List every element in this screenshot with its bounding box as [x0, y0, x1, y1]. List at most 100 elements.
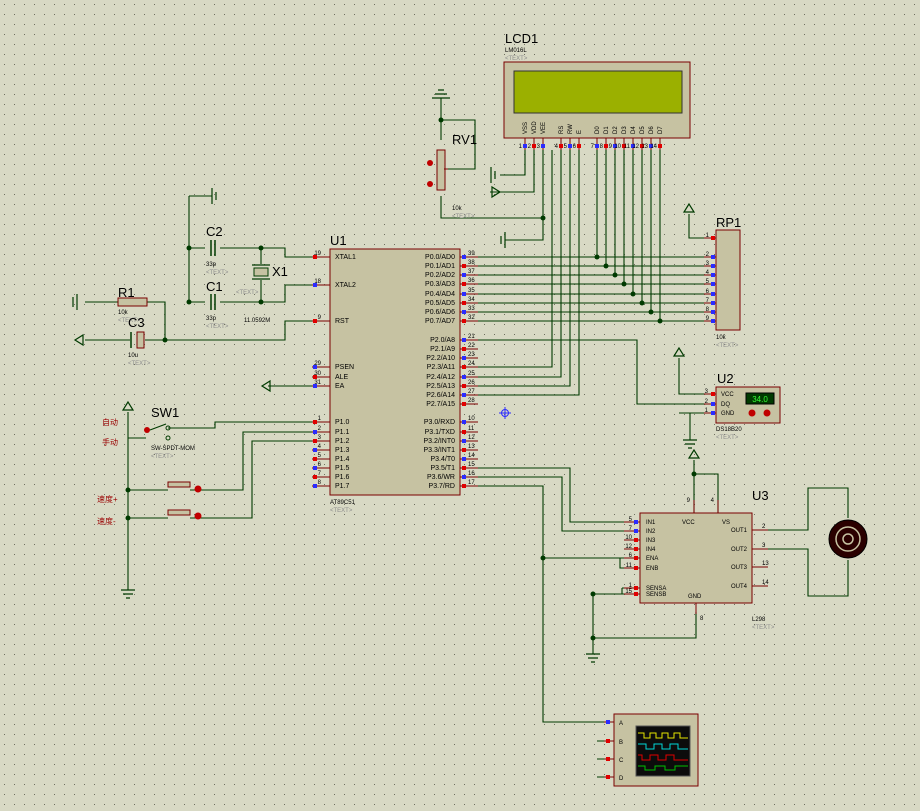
u2-pin-number: 3: [705, 389, 709, 395]
speed-up-label: 速度+: [97, 494, 118, 504]
u3-part: L298: [752, 617, 766, 623]
pin-state-marker: [462, 264, 466, 268]
u3-pin-number: 5: [629, 517, 633, 523]
junction-dots: [125, 117, 697, 641]
pin-state-marker: [711, 301, 715, 305]
lcd-pin-number: 7: [591, 144, 595, 150]
lcd-ref: LCD1: [505, 31, 538, 46]
pin-state-marker: [711, 273, 715, 277]
c3-ref: C3: [128, 315, 145, 330]
c3-value: 10u: [128, 353, 138, 359]
power-icon: [73, 333, 84, 347]
u1-pin-number: 8: [318, 480, 322, 486]
c2-text: <TEXT>: [206, 270, 229, 276]
power-icon: [491, 185, 502, 199]
u1-pin-name: P3.3/INT1: [423, 447, 455, 454]
lcd-component[interactable]: LCD1 LM016L <TEXT> VSS1VDD2VEE3RS4RW5E6D…: [503, 31, 691, 150]
u1-pin-name: P0.0/AD0: [425, 254, 455, 261]
u1-pin-name: P2.2/A10: [426, 355, 455, 362]
u1-pin-name: XTAL1: [335, 254, 356, 261]
pin-state-marker: [640, 144, 644, 148]
u1-pin-number: 36: [468, 278, 475, 284]
rv1-potentiometer[interactable]: RV1 10k <TEXT>: [427, 132, 477, 220]
lcd-pin-number: 1: [519, 144, 523, 150]
rv1-value: 10k: [452, 206, 463, 212]
c1-ref: C1: [206, 279, 223, 294]
pin-state-marker: [649, 144, 653, 148]
wires: [85, 98, 849, 778]
u1-pin-name: P2.6/A14: [426, 392, 455, 399]
scope-channel-label: C: [619, 758, 624, 764]
c1-capacitor[interactable]: C1 33p <TEXT>: [206, 279, 229, 330]
u1-pin-name: P1.4: [335, 456, 350, 463]
pin-state-marker: [577, 144, 581, 148]
lcd-pin-name: D1: [604, 126, 610, 134]
u1-pin-number: 37: [468, 269, 475, 275]
pin-state-marker: [462, 292, 466, 296]
ground-icon: [432, 89, 450, 99]
u1-pin-name: P2.5/A13: [426, 383, 455, 390]
u1-pin-name: P3.6/WR: [427, 474, 455, 481]
u1-pin-name: RST: [335, 318, 350, 325]
u1-pin-number: 35: [468, 288, 475, 294]
pin-state-marker: [462, 457, 466, 461]
u1-left-pins: XTAL119XTAL218RST9PSEN29ALE30EA31P1.01P1…: [312, 251, 356, 490]
rv1-ref: RV1: [452, 132, 477, 147]
u1-pin-number: 10: [468, 416, 475, 422]
ground-icon: [72, 294, 78, 310]
c2-capacitor[interactable]: C2 33p <TEXT>: [206, 224, 229, 276]
u1-pin-name: P1.1: [335, 429, 350, 436]
sw1-switch[interactable]: SW1 自动 手动 SW-SPDT-MOM <TEXT>: [102, 405, 195, 460]
u1-pin-number: 16: [468, 471, 475, 477]
speed-down-label: 速度-: [97, 516, 116, 526]
rp1-pin-number: 6: [706, 289, 710, 295]
u1-pin-name: P2.0/A8: [430, 337, 455, 344]
u1-pin-number: 33: [468, 306, 475, 312]
motor[interactable]: [828, 519, 868, 559]
pin-state-marker: [462, 310, 466, 314]
x1-crystal[interactable]: X1 <TEXT> 11.0592M: [236, 264, 288, 324]
pin-state-marker: [523, 144, 527, 148]
u1-text: <TEXT>: [330, 508, 353, 514]
power-icon: [260, 379, 271, 393]
pin-state-marker: [634, 520, 638, 524]
u1-pin-number: 12: [468, 435, 475, 441]
pin-state-marker: [313, 448, 317, 452]
rp1-pin-number: 4: [706, 270, 710, 276]
speed-down-button[interactable]: 速度-: [97, 509, 205, 526]
u3-pin-number: 14: [762, 580, 769, 586]
r1-resistor[interactable]: R1 10k <TEXT>: [117, 285, 148, 324]
rp1-pin-number: 2: [706, 252, 710, 258]
u3-pin-number: 3: [762, 543, 766, 549]
pin-state-marker: [462, 420, 466, 424]
pin-state-marker: [313, 439, 317, 443]
pin-state-marker: [313, 430, 317, 434]
speed-up-button[interactable]: 速度+: [97, 481, 205, 504]
u3-motor-driver[interactable]: U3 IN15IN27IN310IN412ENA6ENB11SENSA1SENS…: [624, 488, 775, 631]
u1-pin-number: 25: [468, 371, 475, 377]
u3-pin-name: ENA: [646, 556, 658, 562]
pin-state-marker: [606, 757, 610, 761]
pin-state-marker: [462, 402, 466, 406]
c3-capacitor[interactable]: C3 10u <TEXT>: [128, 315, 151, 367]
pin-state-marker: [462, 466, 466, 470]
motor-icon: [828, 519, 868, 559]
sw1-ref: SW1: [151, 405, 179, 420]
lcd-pin-name: D0: [595, 126, 601, 134]
pin-state-marker: [711, 392, 715, 396]
power-icon: [682, 202, 696, 213]
u1-microcontroller[interactable]: U1 XTAL119XTAL218RST9PSEN29ALE30EA31P1.0…: [312, 233, 478, 514]
pin-state-marker: [711, 255, 715, 259]
u2-pin-name: GND: [721, 411, 735, 417]
u1-pin-name: P3.2/INT0: [423, 438, 455, 445]
lcd-pin-name: RS: [559, 126, 565, 134]
lcd-pin-number: 4: [555, 144, 559, 150]
sw1-part: SW-SPDT-MOM: [151, 446, 195, 452]
c2-ref: C2: [206, 224, 223, 239]
u2-pin-number: 1: [705, 408, 709, 414]
